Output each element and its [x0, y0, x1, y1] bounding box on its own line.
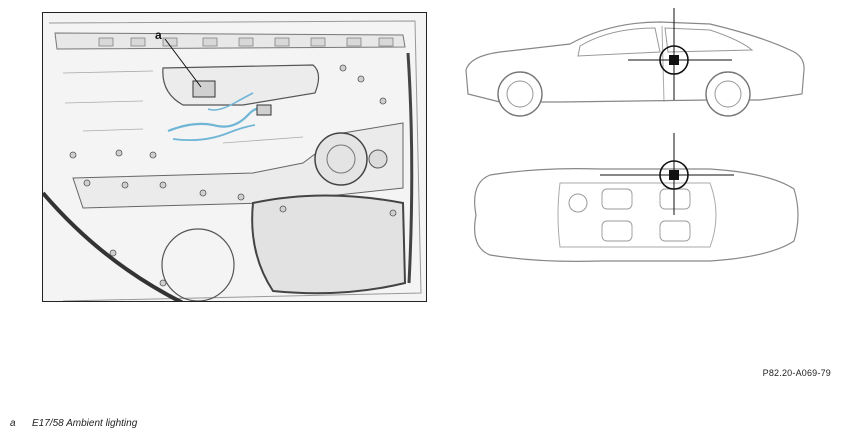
marker-square-top — [669, 170, 679, 180]
rear-wheel — [705, 71, 751, 117]
door-frame-outline — [48, 20, 422, 301]
tweeter-speaker — [314, 132, 368, 186]
front-window — [577, 27, 661, 57]
rear-window — [664, 27, 754, 53]
speaker-connector — [368, 149, 388, 169]
vehicle-top-view — [460, 133, 810, 298]
ambient-light-module — [192, 80, 216, 98]
woofer-speaker — [161, 228, 235, 301]
cabin-outline — [557, 182, 717, 248]
front-rim — [506, 80, 534, 108]
marker-circle-top — [659, 160, 689, 190]
vehicle-body-top — [474, 168, 799, 262]
steering-wheel — [568, 193, 588, 213]
door-panel-svg: a — [43, 20, 422, 301]
marker-square — [669, 55, 679, 65]
vehicle-side-svg — [465, 8, 805, 117]
vehicle-side-view — [460, 8, 810, 123]
door-pocket — [251, 194, 407, 295]
panel-detail-lines — [62, 70, 304, 144]
panel-screws — [69, 64, 397, 287]
vehicle-top-svg — [474, 133, 799, 262]
marker-circle — [659, 45, 689, 75]
rear-rim — [714, 80, 742, 108]
trim-clips — [98, 37, 394, 47]
front-wheel — [497, 71, 543, 117]
figure-legend: a E17/58 Ambient lighting — [10, 418, 137, 429]
armrest-area — [72, 122, 404, 209]
callout-letter: a — [155, 28, 162, 42]
door-seal-lower — [43, 191, 184, 301]
door-seal-right — [406, 52, 414, 284]
legend-text: E17/58 Ambient lighting — [32, 418, 138, 429]
callout-leader-line — [164, 38, 202, 88]
ambient-cable-3 — [207, 92, 254, 111]
seats — [601, 188, 691, 242]
door-split-line — [661, 25, 665, 103]
ambient-cable-1 — [167, 107, 264, 133]
connector-block — [256, 104, 272, 116]
legend-key: a — [10, 418, 16, 429]
ambient-cable-2 — [172, 124, 256, 142]
figure-reference-code: P82.20-A069-79 — [762, 368, 831, 378]
tweeter-cone — [326, 144, 356, 174]
door-panel-illustration: a — [42, 12, 427, 302]
